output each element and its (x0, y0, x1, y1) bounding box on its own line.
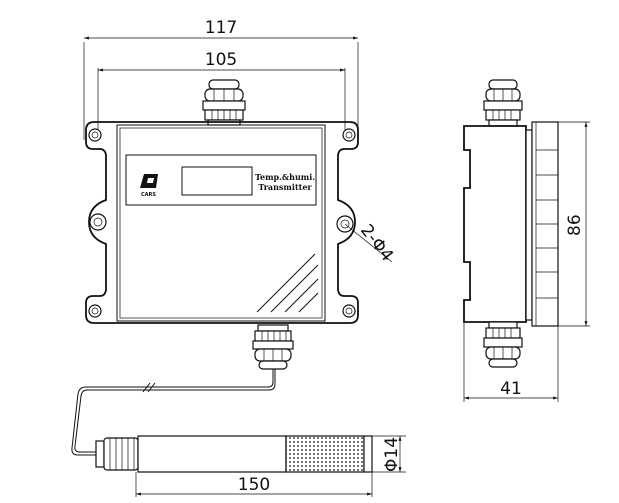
dimension-depth: 41 (463, 322, 559, 402)
side-view: 86 41 (463, 79, 590, 402)
corner-screw-top-left (88, 128, 102, 142)
sensor-cable (71, 369, 276, 456)
side-housing (463, 121, 559, 327)
dimension-probe-length: 150 (135, 472, 373, 497)
brand-logo: CARS (140, 174, 158, 198)
top-cable-gland (202, 79, 246, 126)
vent-lines (256, 253, 319, 313)
side-top-cable-gland (483, 79, 523, 127)
bottom-cable-gland (252, 324, 294, 370)
label-panel: CARS Temp.&humi. Transmitter (125, 154, 317, 206)
dim-label-diameter: Φ14 (382, 437, 402, 472)
panel-label-line1: Temp.&humi. (255, 172, 315, 182)
dimension-probe-diameter: Φ14 (372, 435, 406, 473)
housing (85, 121, 359, 324)
dim-label-mount-hole: 2-Φ4 (356, 221, 397, 266)
dimension-overall-width: 117 (83, 18, 359, 140)
corner-screw-top-right (342, 128, 356, 142)
sensor-probe (95, 435, 373, 473)
lcd-display-window (181, 166, 253, 196)
brand-text: CARS (141, 192, 156, 198)
dim-label-150: 150 (238, 475, 270, 495)
front-view: 117 105 (71, 18, 406, 497)
dim-label-41: 41 (500, 379, 522, 399)
dimension-height: 86 (558, 121, 590, 327)
side-bottom-cable-gland (483, 321, 523, 368)
corner-screw-bottom-right (342, 304, 356, 318)
dim-label-86: 86 (565, 214, 585, 236)
dim-label-105: 105 (205, 50, 237, 70)
panel-label-line2: Transmitter (258, 182, 312, 192)
mount-hole-left (89, 213, 107, 231)
corner-screw-bottom-left (88, 304, 102, 318)
dim-label-117: 117 (205, 18, 237, 38)
dimension-hole-spacing: 105 (97, 50, 346, 140)
